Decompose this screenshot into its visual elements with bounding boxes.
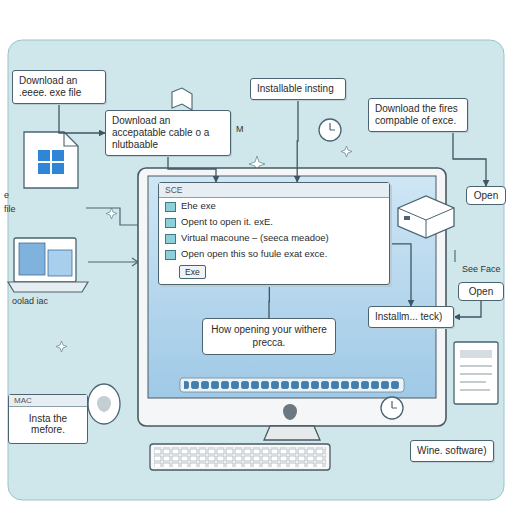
apple-mouse: [88, 384, 120, 424]
row-icon: [165, 218, 176, 228]
exe-file-icon: [24, 132, 78, 188]
row-text: Open open this so fuule exat exce.: [181, 248, 327, 259]
connector-arrow: [453, 132, 486, 186]
box-text: Open: [471, 190, 501, 201]
clock-icon: [319, 119, 341, 141]
callout-box: How opening your withere precca.: [202, 318, 336, 355]
box-text: Download the fires compable of exce.: [375, 103, 461, 127]
note-label: file: [4, 204, 16, 214]
note-label: e: [4, 190, 9, 200]
row-icon: [165, 234, 176, 244]
box-text: Insta the mefore.: [9, 407, 87, 443]
box-text: Download an accepatable cable o a nlutba…: [112, 115, 224, 151]
window-row: Virtual macoune – (seeca meadoe): [159, 230, 389, 246]
laptop-icon: [8, 238, 88, 292]
leader-line: [86, 208, 140, 225]
background-panel: [8, 40, 504, 500]
box-text: Installable insting: [257, 83, 339, 95]
window-row: Ehe exe: [159, 198, 389, 214]
step-box: Download the fires compable of exce.: [368, 98, 468, 132]
row-text: Virtual macoune – (seeca meadoe): [181, 232, 329, 243]
step-box: Download an accepatable cable o a nlutba…: [105, 110, 231, 156]
open-button: Open: [458, 282, 504, 301]
document-icon: [454, 342, 498, 404]
mac-window: MACInsta the mefore.: [8, 394, 88, 444]
step-box: Installm... teck): [368, 306, 454, 328]
connector-arrow: [168, 156, 216, 182]
connector-arrow: [59, 104, 105, 133]
note-label: M: [236, 124, 244, 134]
box-text: Download an .eeee. exe file: [19, 75, 99, 99]
step-box: Download an .eeee. exe file: [12, 70, 106, 104]
box-text: Installm... teck): [375, 311, 447, 323]
app-window: SCE Ehe exeOpent to open it. exE. Virtual …: [158, 182, 390, 285]
connector-arrow: [297, 100, 299, 182]
box-text: Wine. software): [417, 445, 487, 457]
window-button: Exe: [179, 265, 206, 279]
drive-device: [398, 196, 454, 238]
row-icon: [165, 202, 176, 212]
row-text: Opent to open it. exE.: [181, 216, 273, 227]
window-title: MAC: [9, 395, 87, 407]
row-icon: [165, 250, 176, 260]
window-row: Opent to open it. exE.: [159, 214, 389, 230]
box-text: How opening your withere precca.: [211, 324, 327, 349]
connector-arrow: [390, 244, 411, 306]
step-box: Installable insting: [250, 78, 346, 100]
connector-arrow: [268, 285, 270, 318]
open-button: Open: [466, 186, 506, 205]
window-title: SCE: [159, 183, 389, 198]
leader-line: [454, 250, 455, 262]
connector-arrow: [454, 301, 481, 317]
box-text: Open: [463, 286, 499, 297]
row-text: Ehe exe: [181, 200, 216, 211]
flag-icon: [172, 88, 192, 110]
keyboard: [150, 444, 330, 470]
note-label: See Face: [462, 264, 501, 274]
clock-icon: [381, 397, 403, 419]
step-box: Wine. software): [410, 440, 494, 462]
leader-arrowhead: [132, 258, 138, 266]
window-row: Open open this so fuule exat exce.: [159, 246, 389, 262]
note-label: oolad iac: [12, 296, 48, 306]
leader-line: [88, 261, 138, 262]
